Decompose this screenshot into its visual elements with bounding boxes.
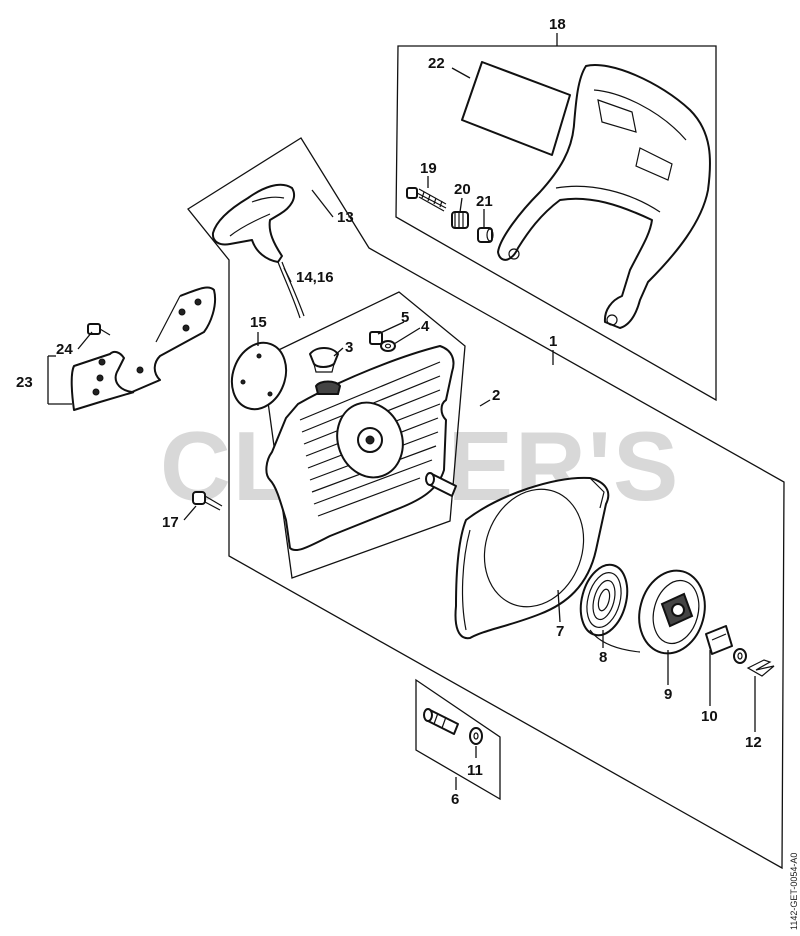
callout-2: 2 (492, 387, 500, 404)
callout-8: 8 (599, 649, 607, 666)
label-part (461, 61, 571, 156)
callout-12: 12 (745, 734, 762, 751)
group-frame-6 (415, 678, 501, 801)
callout-5: 5 (401, 309, 409, 326)
callout-18: 18 (549, 16, 566, 33)
callout-21: 21 (476, 193, 493, 210)
callout-23: 23 (16, 374, 33, 391)
screw-part-19 (406, 187, 447, 212)
washer-part (733, 648, 747, 664)
bushing-part-21 (477, 227, 494, 243)
callout-17: 17 (162, 514, 179, 531)
pawl-part-10 (705, 625, 733, 655)
callout-10: 10 (701, 708, 718, 725)
fan-housing-part (265, 345, 455, 552)
starter-housing-part (454, 476, 610, 640)
callout-20: 20 (454, 181, 471, 198)
gasket-part-15 (230, 341, 288, 411)
callout-14-16: 14,16 (296, 269, 334, 286)
stud-part-6 (423, 708, 459, 735)
bracket-part-23 (70, 286, 216, 411)
group-frame-1 (187, 137, 785, 870)
drawing-code: 1142-GET-0054-A0 (789, 853, 799, 930)
callout-11: 11 (467, 762, 483, 779)
leader-lines (47, 33, 756, 790)
callout-4: 4 (421, 318, 430, 335)
rewind-spring-part (579, 563, 641, 653)
hand-guard-part (497, 64, 712, 329)
starter-grip-part (211, 183, 305, 319)
bolt-part-17 (192, 491, 223, 511)
callout-19: 19 (420, 160, 437, 177)
nut-part-5 (369, 331, 383, 345)
washer-part-11 (469, 727, 483, 745)
callout-15: 15 (250, 314, 267, 331)
callout-labels: 18 22 19 20 21 13 14,16 15 5 4 3 1 2 24 … (16, 16, 762, 808)
washer-part-4 (380, 340, 396, 352)
stud-part (425, 472, 457, 497)
callout-13: 13 (337, 209, 354, 226)
spring-clip-part-12 (746, 659, 775, 677)
group-frame-18 (395, 45, 717, 402)
callout-3: 3 (345, 339, 353, 356)
spring-part-20 (451, 211, 469, 229)
callout-6: 6 (451, 791, 459, 808)
screw-part-24 (87, 323, 111, 336)
rope-rotor-part (638, 569, 706, 655)
plug-part-3 (309, 347, 339, 373)
callout-24: 24 (56, 341, 73, 358)
callout-7: 7 (556, 623, 564, 640)
group-frame-2 (261, 291, 466, 579)
callout-9: 9 (664, 686, 672, 703)
callout-1: 1 (549, 333, 557, 350)
callout-22: 22 (428, 55, 445, 72)
